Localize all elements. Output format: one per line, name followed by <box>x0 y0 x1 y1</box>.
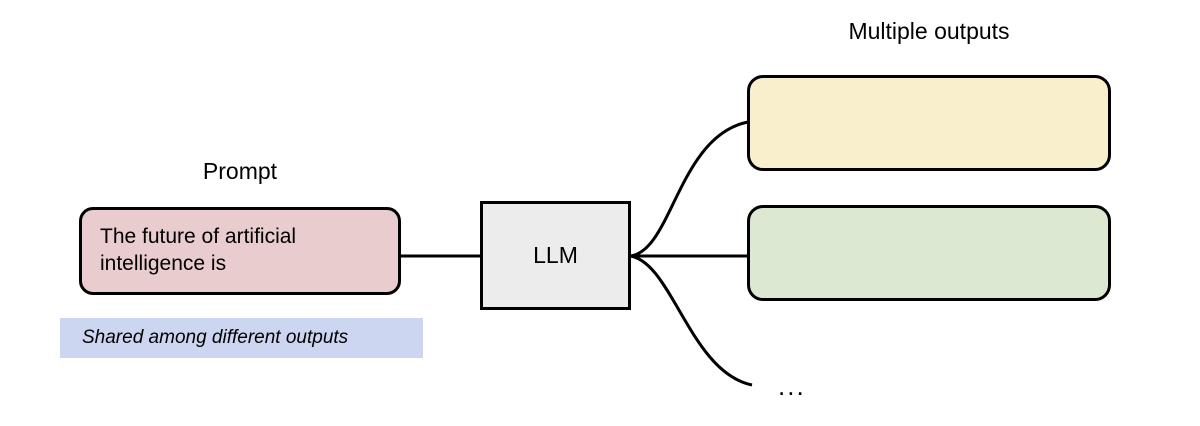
multiple-outputs-caption: Multiple outputs <box>848 18 1010 44</box>
prompt-caption: Prompt <box>202 158 278 184</box>
shared-among-outputs-label: Shared among different outputs <box>82 327 349 348</box>
more-outputs-ellipsis: ... <box>778 371 806 401</box>
llm-label: LLM <box>533 241 578 268</box>
edge-llm-to-more-outputs <box>629 254 753 387</box>
shared-among-outputs-note: Shared among different outputs <box>60 318 423 358</box>
output-box-1[interactable] <box>747 75 1111 171</box>
output-box-2[interactable] <box>747 205 1111 301</box>
prompt-box[interactable]: The future of artificial intelligence is <box>79 207 401 295</box>
llm-box[interactable]: LLM <box>480 201 631 310</box>
edge-llm-to-output-0 <box>629 120 749 258</box>
prompt-text: The future of artificial intelligence is <box>100 225 297 275</box>
